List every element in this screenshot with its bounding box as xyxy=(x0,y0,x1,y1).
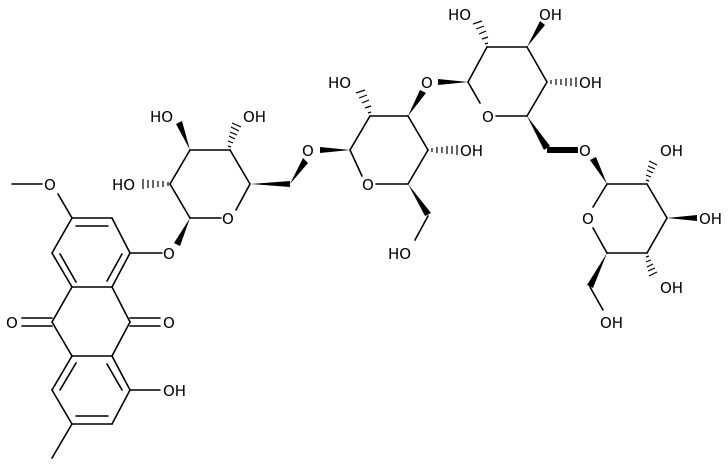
hydroxyl-label: OH xyxy=(539,6,562,24)
hydroxyl-label: OH xyxy=(699,210,722,228)
hydroxyl-label: OH xyxy=(460,142,483,160)
hydroxyl-label: OH xyxy=(579,74,602,92)
hydroxyl-label: OH xyxy=(660,279,683,297)
ring-oxygen-label: O xyxy=(482,108,494,126)
hydroxyl-label: HO xyxy=(388,245,411,263)
sugar-ring-4: O OH OH OH OH xyxy=(582,142,722,332)
hydroxyl-label: HO xyxy=(328,74,351,92)
carbonyl-oxygen-label: O xyxy=(163,314,175,332)
linking-oxygen-label: O xyxy=(421,74,433,92)
linking-oxygen-label: O xyxy=(302,142,314,160)
hydroxyl-label: OH xyxy=(600,314,623,332)
hydroxyl-label: OH xyxy=(243,108,266,126)
sugar-ring-1: O HO HO OH O xyxy=(112,108,314,246)
glycosidic-oxygen-label: O xyxy=(163,245,175,263)
hydroxyl-label: OH xyxy=(660,142,683,160)
linking-oxygen-label: O xyxy=(579,142,591,160)
hydroxyl-label: HO xyxy=(448,6,471,24)
hydroxyl-label: HO xyxy=(150,108,173,126)
anthraquinone-core: O O O OH O xyxy=(6,176,186,459)
ring-oxygen-label: O xyxy=(362,176,374,194)
hydroxyl-label: OH xyxy=(163,382,186,400)
sugar-ring-2: O HO O OH HO xyxy=(320,74,483,263)
ring-oxygen-label: O xyxy=(222,210,234,228)
carbonyl-oxygen-label: O xyxy=(6,314,18,332)
methoxy-oxygen-label: O xyxy=(44,176,56,194)
ring-oxygen-label: O xyxy=(582,210,594,228)
sugar-ring-3: O HO OH OH O xyxy=(438,6,602,160)
hydroxyl-label: HO xyxy=(112,176,135,194)
